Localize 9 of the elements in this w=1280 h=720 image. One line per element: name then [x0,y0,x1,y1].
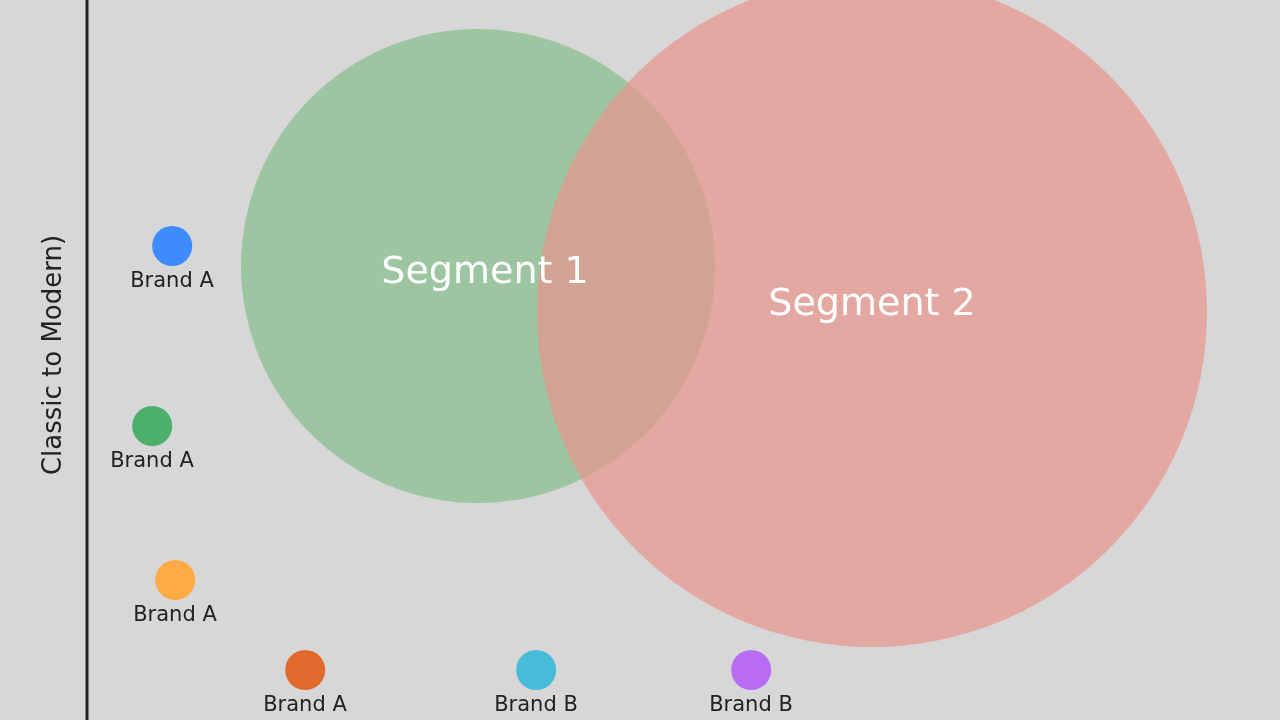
segment-label: Segment 2 [768,280,976,324]
point-label: Brand B [494,692,578,716]
point-label: Brand A [110,448,194,472]
point-label: Brand A [133,602,217,626]
axis-title: Classic to Modern) [37,234,67,476]
point-label: Brand B [709,692,793,716]
segment-label: Segment 1 [381,248,589,292]
point-label: Brand A [130,268,214,292]
point-label: Brand A [263,692,347,716]
